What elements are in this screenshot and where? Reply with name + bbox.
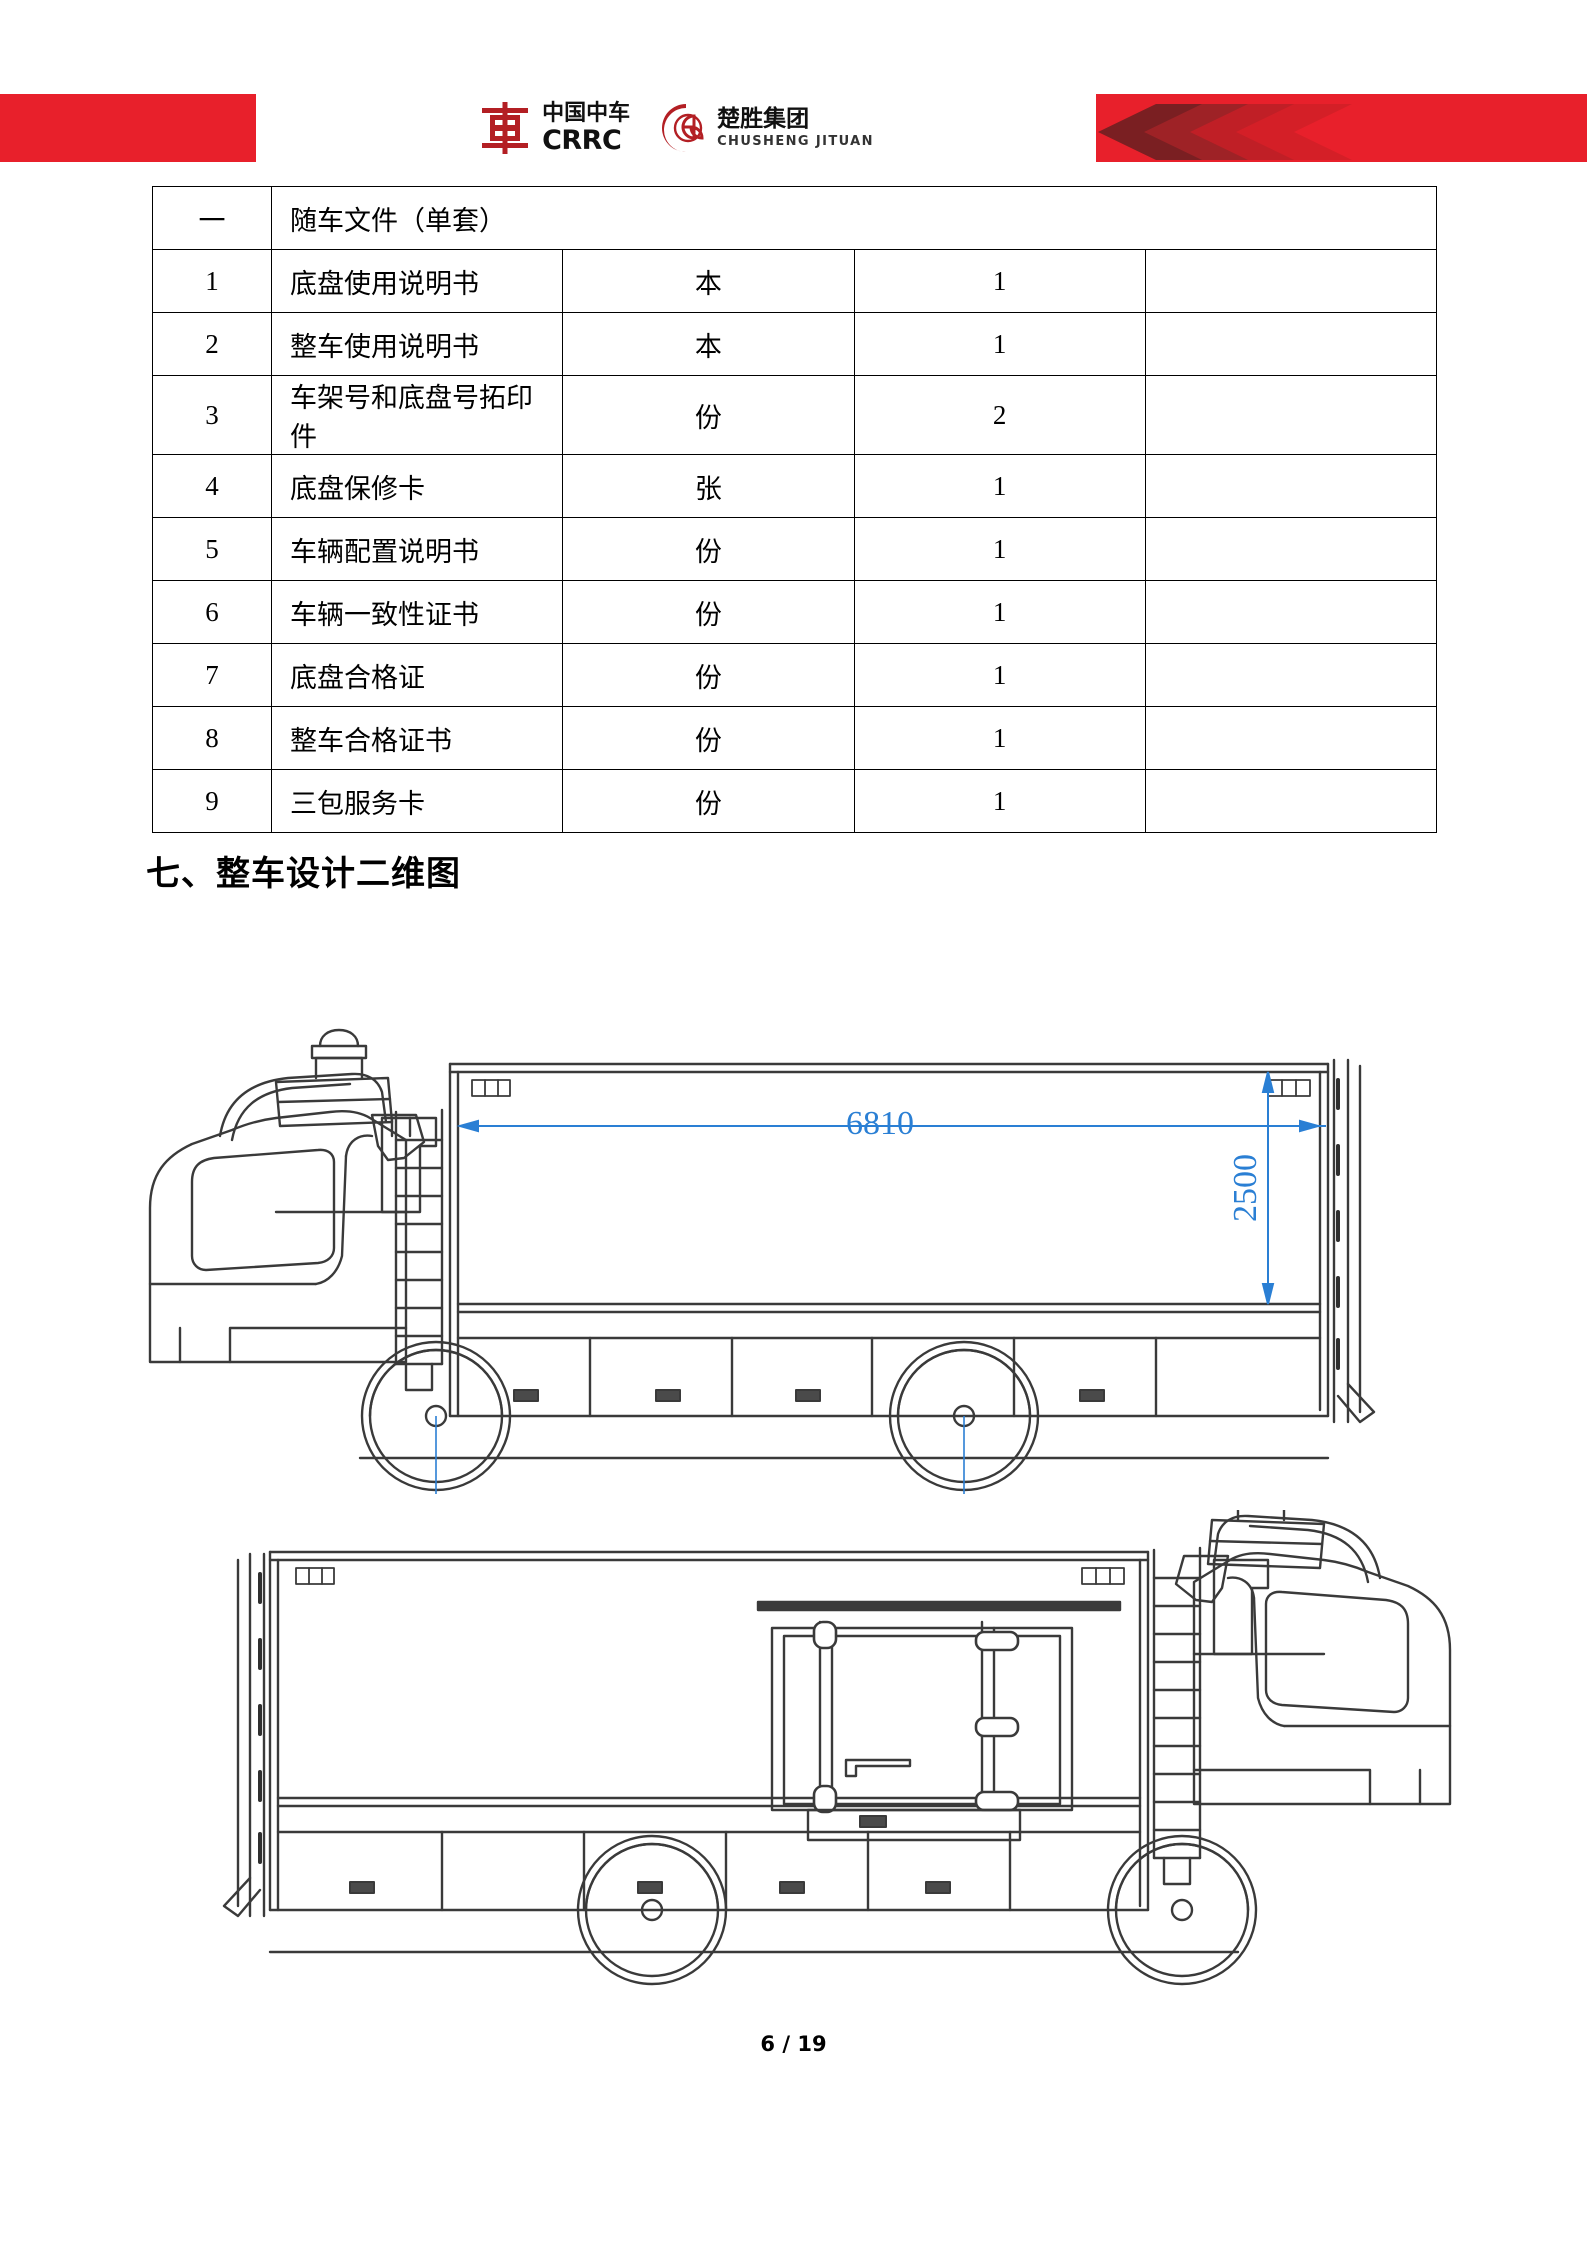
- header-logo-strip: 中国中车 CRRC 楚胜集团 CHUSHENG JITUAN: [256, 94, 1096, 162]
- row-unit: 份: [562, 375, 855, 455]
- row-remark: [1144, 580, 1438, 644]
- table-row: 3 车架号和底盘号拓印件 份 2: [152, 375, 1438, 455]
- dimension-length-label: 6810: [846, 1105, 914, 1142]
- row-remark: [1144, 643, 1438, 707]
- row-name: 三包服务卡: [270, 769, 564, 833]
- row-qty: 1: [853, 643, 1146, 707]
- row-index: 4: [152, 454, 272, 518]
- table-body: 一 随车文件（单套） 1 底盘使用说明书 本 1 2 整车使用说明书 本 1 3…: [152, 186, 1438, 833]
- row-index: 9: [152, 769, 272, 833]
- group-title: 随车文件（单套）: [271, 186, 1437, 250]
- dimension-height-label: 2500: [1227, 1154, 1264, 1222]
- row-unit: 份: [562, 517, 855, 581]
- row-index: 1: [152, 249, 272, 313]
- table-row: 5 车辆配置说明书 份 1: [152, 517, 1438, 581]
- row-unit: 本: [562, 312, 855, 376]
- table-row: 8 整车合格证书 份 1: [152, 706, 1438, 770]
- vehicle-side-view-right-facing: [120, 1510, 1480, 2010]
- vehicle-side-view-left-facing: 6810 2500: [120, 960, 1480, 1500]
- row-qty: 1: [853, 249, 1146, 313]
- row-index: 6: [152, 580, 272, 644]
- chusheng-logo-text: 楚胜集团 CHUSHENG JITUAN: [717, 106, 874, 149]
- row-qty: 1: [853, 312, 1146, 376]
- table-group-row: 一 随车文件（单套）: [152, 186, 1437, 250]
- row-name: 底盘保修卡: [270, 454, 564, 518]
- crrc-logo-en: CRRC: [542, 124, 622, 156]
- crrc-logo: 中国中车 CRRC: [478, 102, 630, 154]
- row-name: 整车合格证书: [270, 706, 564, 770]
- row-name: 车辆一致性证书: [270, 580, 564, 644]
- row-remark: [1144, 706, 1438, 770]
- row-index: 2: [152, 312, 272, 376]
- row-remark: [1144, 769, 1438, 833]
- row-qty: 1: [853, 706, 1146, 770]
- section-heading: 七、整车设计二维图: [146, 856, 461, 893]
- row-name: 车辆配置说明书: [270, 517, 564, 581]
- chusheng-logo-cn: 楚胜集团: [717, 106, 810, 132]
- row-name: 整车使用说明书: [270, 312, 564, 376]
- row-unit: 份: [562, 769, 855, 833]
- chusheng-cs-mark-icon: [656, 102, 708, 154]
- crrc-logo-text: 中国中车 CRRC: [542, 100, 631, 156]
- crrc-che-mark-icon: [478, 102, 532, 154]
- table-row: 9 三包服务卡 份 1: [152, 769, 1438, 833]
- page-header-band: 中国中车 CRRC 楚胜集团 CHUSHENG JITUAN: [0, 94, 1587, 162]
- header-red-left: [0, 94, 256, 162]
- row-name: 底盘合格证: [270, 643, 564, 707]
- row-unit: 本: [562, 249, 855, 313]
- page-footer: 6 / 19: [760, 2032, 827, 2056]
- chusheng-logo: 楚胜集团 CHUSHENG JITUAN: [656, 102, 874, 154]
- row-name: 车架号和底盘号拓印件: [270, 375, 564, 455]
- table-row: 6 车辆一致性证书 份 1: [152, 580, 1438, 644]
- chusheng-logo-en: CHUSHENG JITUAN: [717, 134, 874, 149]
- row-remark: [1144, 312, 1438, 376]
- row-index: 3: [152, 375, 272, 455]
- table-row: 1 底盘使用说明书 本 1: [152, 249, 1438, 313]
- table-row: 2 整车使用说明书 本 1: [152, 312, 1438, 376]
- row-remark: [1144, 375, 1438, 455]
- crrc-logo-cn: 中国中车: [542, 100, 631, 126]
- row-remark: [1144, 249, 1438, 313]
- row-qty: 1: [853, 769, 1146, 833]
- row-index: 7: [152, 643, 272, 707]
- row-unit: 张: [562, 454, 855, 518]
- row-qty: 1: [853, 517, 1146, 581]
- row-unit: 份: [562, 580, 855, 644]
- table-row: 7 底盘合格证 份 1: [152, 643, 1438, 707]
- row-index: 8: [152, 706, 272, 770]
- row-remark: [1144, 517, 1438, 581]
- row-qty: 2: [853, 375, 1146, 455]
- row-name: 底盘使用说明书: [270, 249, 564, 313]
- row-unit: 份: [562, 643, 855, 707]
- row-index: 5: [152, 517, 272, 581]
- row-unit: 份: [562, 706, 855, 770]
- table-row: 4 底盘保修卡 张 1: [152, 454, 1438, 518]
- header-chevron-decoration: [1096, 94, 1587, 162]
- accompanying-documents-table: 一 随车文件（单套） 1 底盘使用说明书 本 1 2 整车使用说明书 本 1 3…: [152, 186, 1438, 833]
- row-qty: 1: [853, 580, 1146, 644]
- group-index: 一: [152, 186, 272, 250]
- row-remark: [1144, 454, 1438, 518]
- row-qty: 1: [853, 454, 1146, 518]
